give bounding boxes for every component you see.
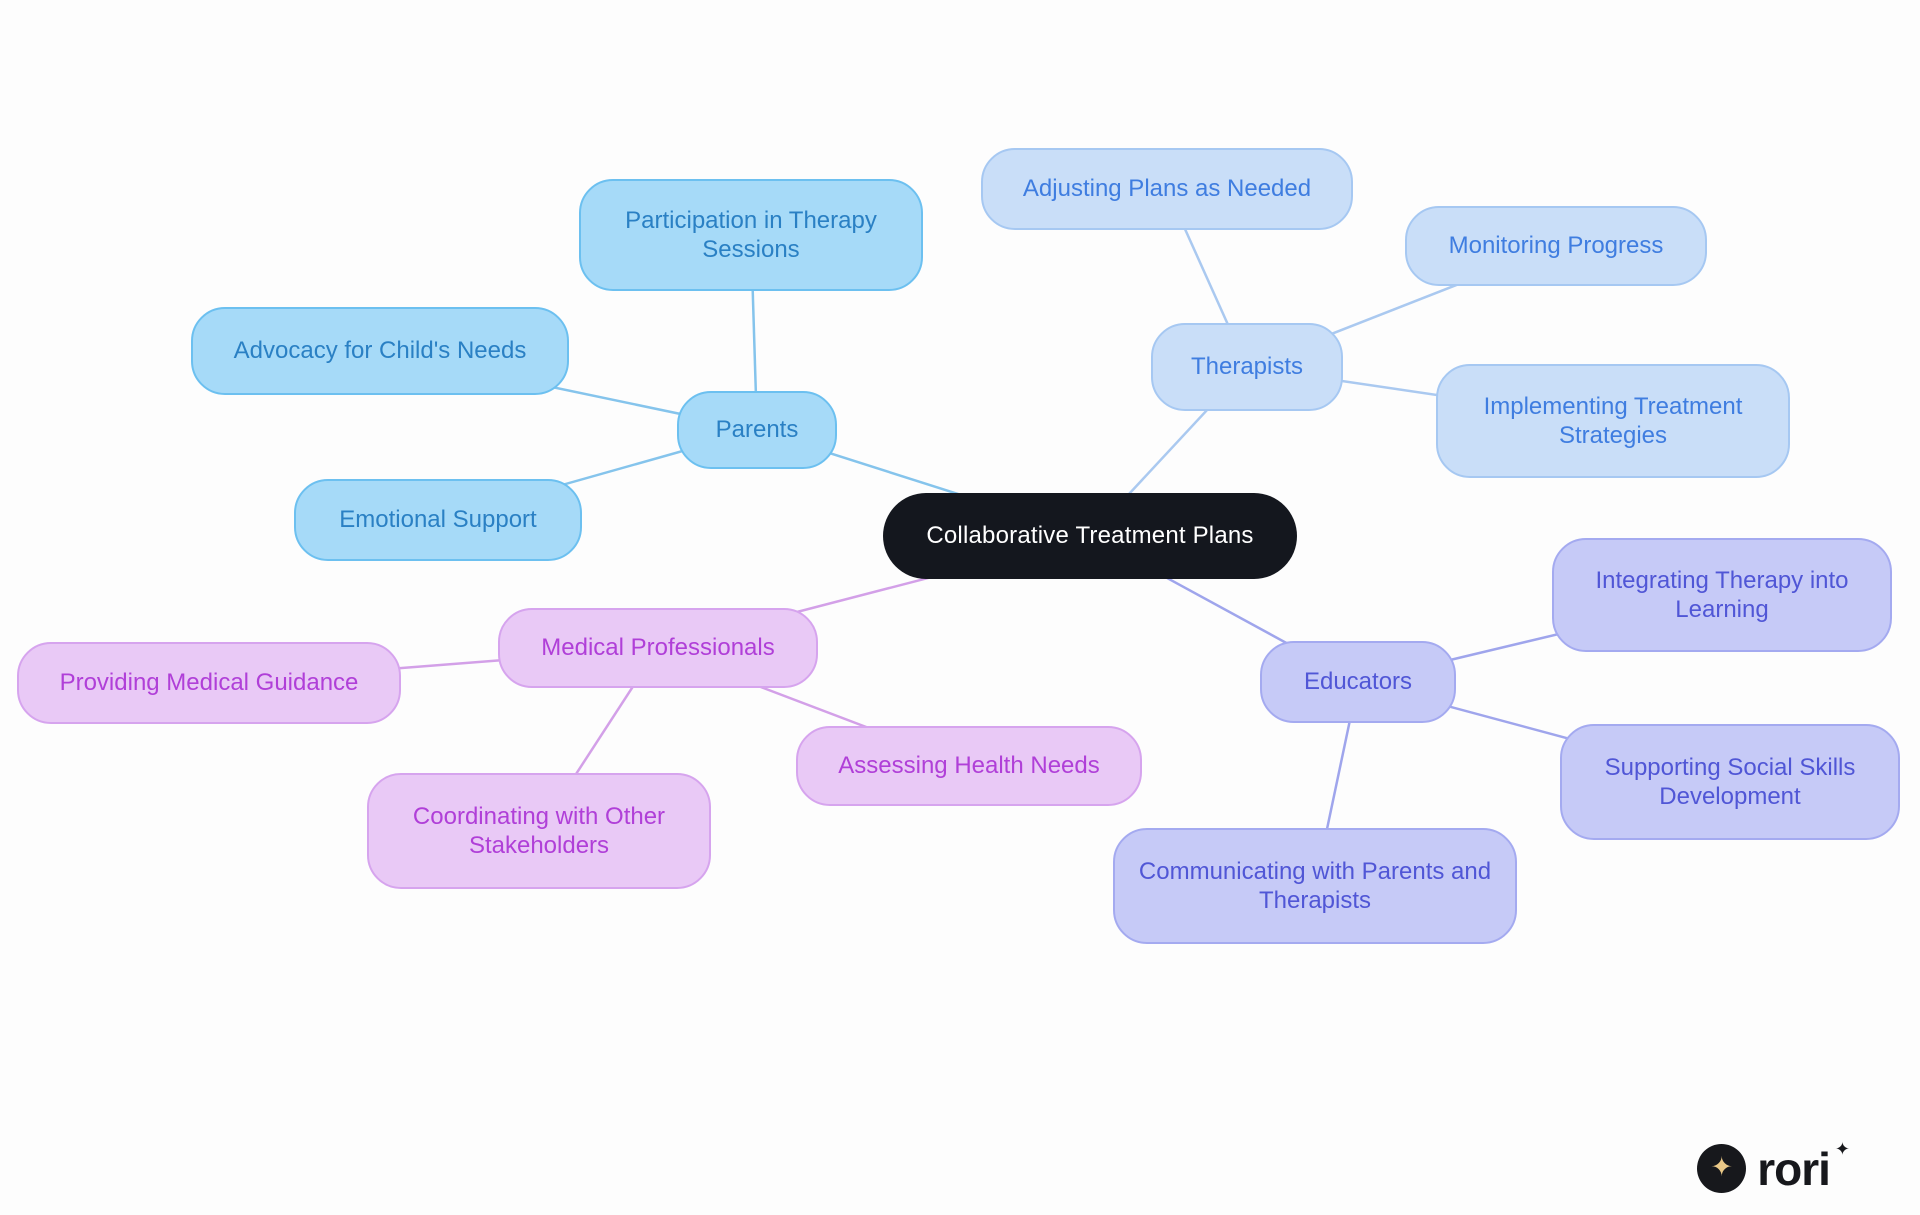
child-node-emotional-support: Emotional Support <box>294 479 582 561</box>
node-label: Advocacy for Child's Needs <box>233 337 527 365</box>
branch-node-therapists: Therapists <box>1151 323 1343 411</box>
node-label: Monitoring Progress <box>1448 232 1664 260</box>
node-label: Adjusting Plans as Needed <box>1022 175 1312 203</box>
node-label: Emotional Support <box>339 506 537 534</box>
branch-node-educators: Educators <box>1260 641 1456 723</box>
node-label: Collaborative Treatment Plans <box>926 522 1254 550</box>
child-node-implementing-treatment-strategies: Implementing Treatment Strategies <box>1436 364 1790 478</box>
node-label: Providing Medical Guidance <box>59 669 359 697</box>
child-node-monitoring-progress: Monitoring Progress <box>1405 206 1707 286</box>
child-node-coordinating-with-other-stakeholders: Coordinating with Other Stakeholders <box>367 773 711 889</box>
sparkle-icon: ✦ <box>1834 1139 1850 1159</box>
node-label: Parents <box>715 416 799 444</box>
rori-logo: ✦ rori ✦ <box>1697 1140 1850 1195</box>
star-icon: ✦ <box>1710 1152 1734 1182</box>
child-node-adjusting-plans-as-needed: Adjusting Plans as Needed <box>981 148 1353 230</box>
child-node-communicating-with-parents-and-therapists: Communicating with Parents and Therapist… <box>1113 828 1517 944</box>
node-label: Implementing Treatment Strategies <box>1483 392 1743 449</box>
logo-wordmark: rori <box>1757 1142 1831 1195</box>
node-label: Medical Professionals <box>541 634 775 662</box>
node-label: Coordinating with Other Stakeholders <box>412 802 666 859</box>
node-label: Communicating with Parents and Therapist… <box>1138 857 1492 914</box>
node-label: Assessing Health Needs <box>838 752 1100 780</box>
central-node: Collaborative Treatment Plans <box>883 493 1297 579</box>
child-node-integrating-therapy-into-learning: Integrating Therapy into Learning <box>1552 538 1892 652</box>
child-node-providing-medical-guidance: Providing Medical Guidance <box>17 642 401 724</box>
child-node-participation-in-therapy-sessions: Participation in Therapy Sessions <box>579 179 923 291</box>
child-node-assessing-health-needs: Assessing Health Needs <box>796 726 1142 806</box>
logo-circle: ✦ <box>1697 1144 1747 1193</box>
branch-node-medical-professionals: Medical Professionals <box>498 608 818 688</box>
child-node-advocacy-for-childs-needs: Advocacy for Child's Needs <box>191 307 569 395</box>
node-label: Participation in Therapy Sessions <box>625 206 877 263</box>
node-label: Supporting Social Skills Development <box>1604 753 1856 810</box>
branch-node-parents: Parents <box>677 391 837 469</box>
node-label: Therapists <box>1190 353 1304 381</box>
node-label: Educators <box>1303 668 1413 696</box>
node-label: Integrating Therapy into Learning <box>1595 566 1849 623</box>
child-node-supporting-social-skills-development: Supporting Social Skills Development <box>1560 724 1900 840</box>
